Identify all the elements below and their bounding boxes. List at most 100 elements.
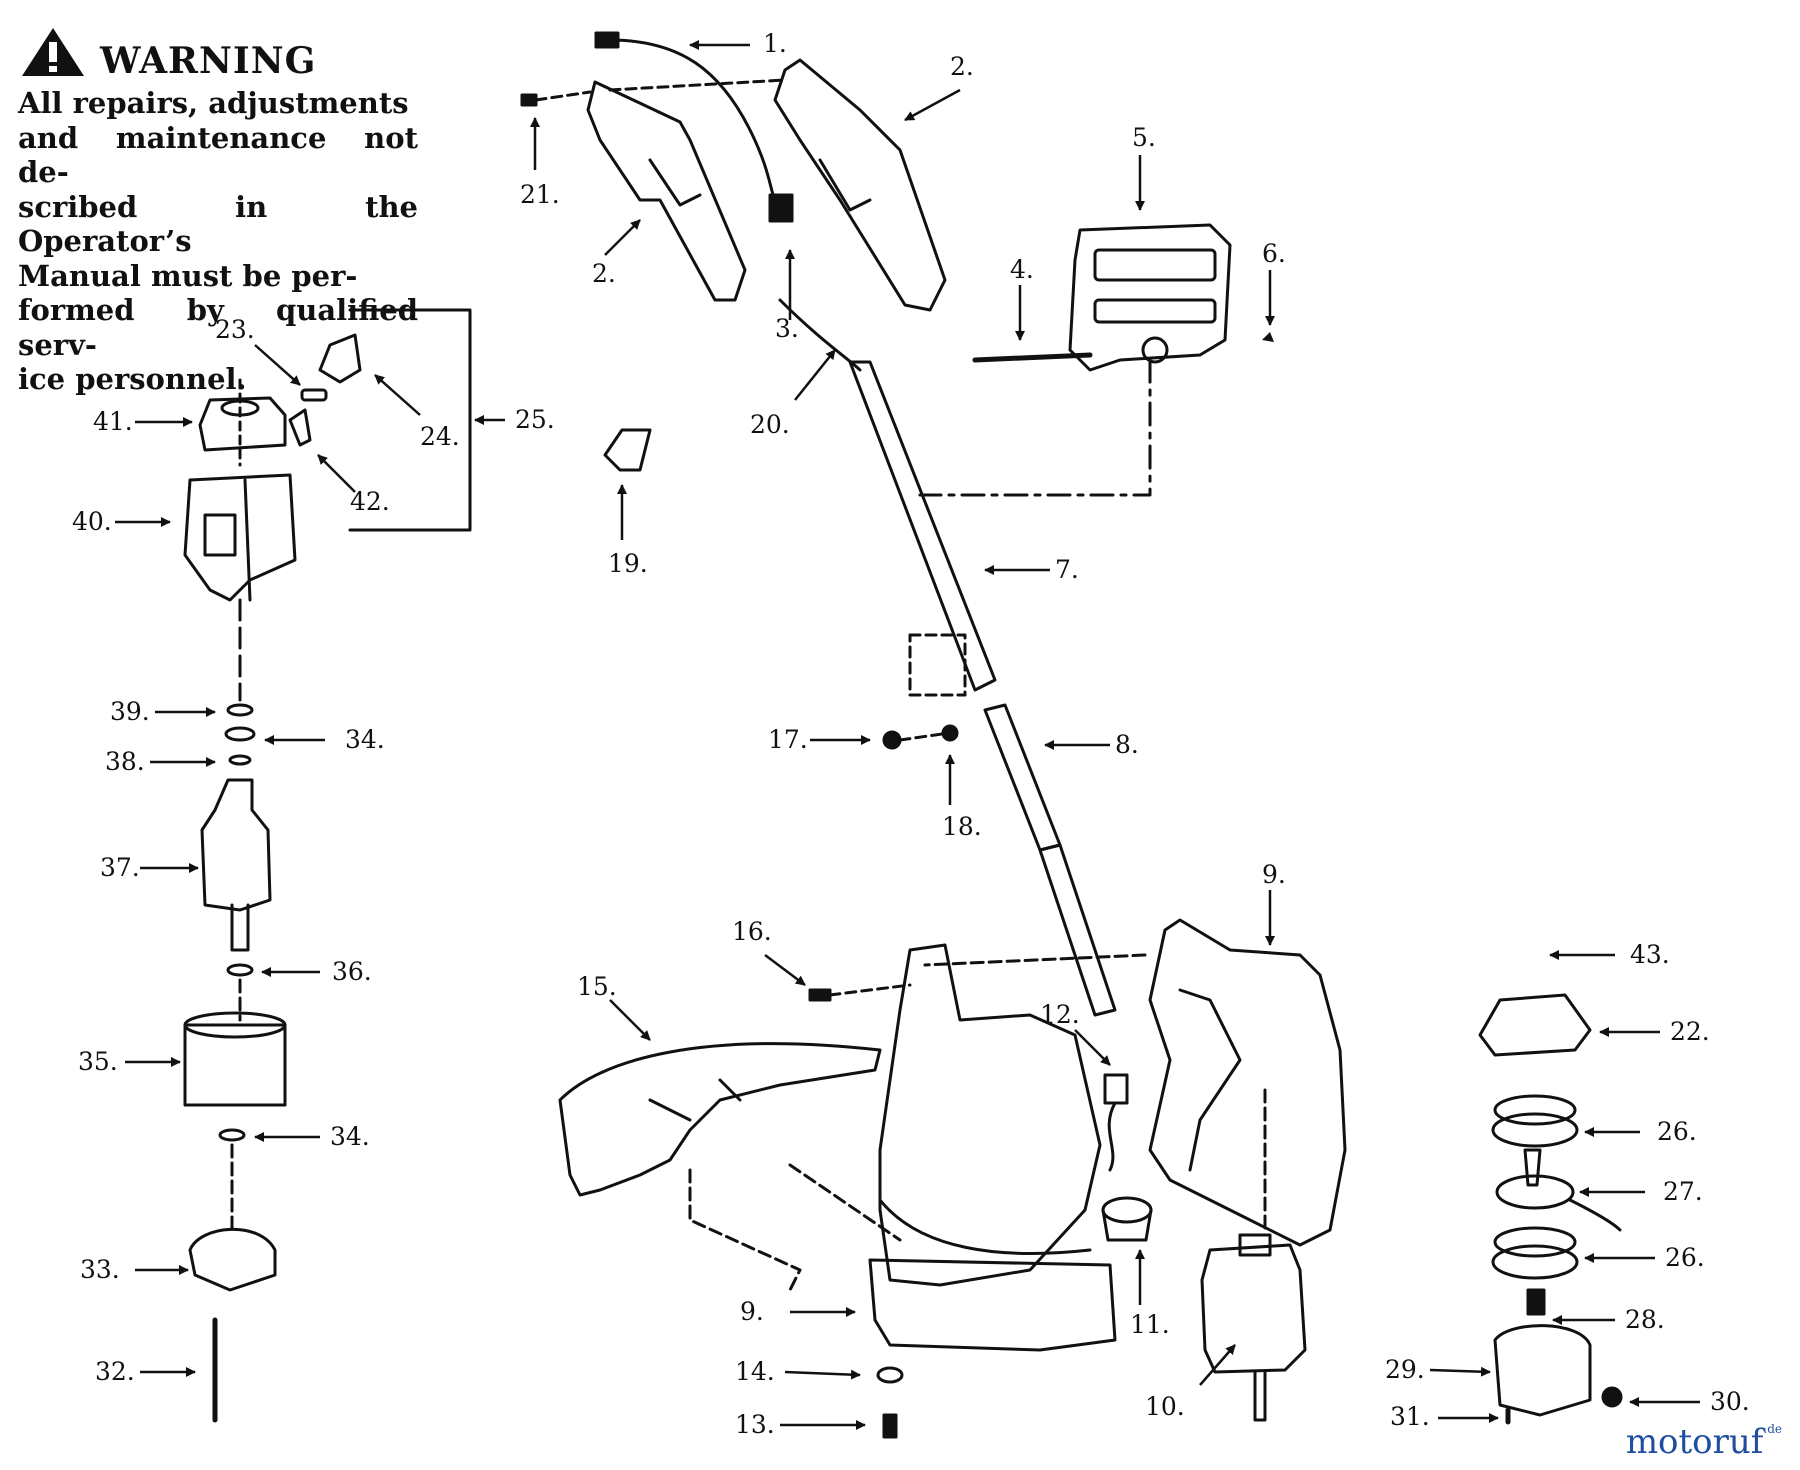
- end-cap-41: [198, 396, 287, 452]
- callout-37: 37.: [100, 853, 140, 882]
- callout-24: 24.: [420, 422, 460, 451]
- callout-6: 6.: [1262, 239, 1286, 268]
- spring-23: [300, 388, 328, 402]
- callout-27: 27.: [1663, 1177, 1703, 1206]
- bottom-screw: [882, 1413, 898, 1439]
- leader-23: [254, 344, 301, 386]
- callout-28: 28.: [1625, 1305, 1665, 1334]
- callout-26: 26.: [1665, 1243, 1705, 1272]
- spool-27: [1495, 1174, 1575, 1210]
- spool-retainer-43: [1523, 1148, 1542, 1187]
- callout-13: 13.: [735, 1410, 775, 1439]
- leader-12: [1074, 1029, 1111, 1066]
- brush-holder-24: [318, 333, 362, 384]
- nut-30: [1601, 1386, 1623, 1408]
- warning-triangle-icon: [22, 28, 84, 76]
- callout-12: 12.: [1040, 1000, 1080, 1029]
- washer-36: [226, 963, 254, 977]
- drive-motor: [1200, 1243, 1307, 1374]
- callout-23: 23.: [215, 315, 255, 344]
- leader-2a: [904, 88, 961, 122]
- callout-36: 36.: [332, 957, 372, 986]
- watermark-text: motoruf: [1625, 1422, 1764, 1462]
- callout-2: 2.: [592, 259, 616, 288]
- leader-10: [1199, 1344, 1236, 1386]
- watermark-suffix: .de: [1763, 1422, 1782, 1436]
- washer-38: [228, 754, 252, 766]
- callout-42: 42.: [350, 487, 390, 516]
- washer-34a: [224, 726, 256, 742]
- callout-33: 33.: [80, 1255, 120, 1284]
- leader-20: [794, 349, 836, 401]
- warning-line: scribed in the Operator’s: [18, 189, 418, 259]
- bolt-28: [1526, 1288, 1546, 1316]
- callout-22: 22.: [1670, 1017, 1710, 1046]
- callout-10: 10.: [1145, 1392, 1185, 1421]
- callout-32: 32.: [95, 1357, 135, 1386]
- power-cord: [608, 38, 777, 202]
- lower-shaft: [983, 703, 1062, 852]
- cord-retainer-clip: [603, 428, 652, 472]
- field-housing-35: [183, 1023, 287, 1107]
- upper-shaft: [848, 360, 997, 692]
- callout-29: 29.: [1385, 1355, 1425, 1384]
- callout-20: 20.: [750, 410, 790, 439]
- washer: [876, 1366, 904, 1384]
- callout-41: 41.: [93, 407, 133, 436]
- motor-housing-half-left: [878, 943, 1102, 1287]
- handle-half-right: [773, 58, 947, 312]
- leader-14: [784, 1369, 861, 1380]
- housing-screw: [808, 988, 832, 1002]
- terminal: [1103, 1073, 1129, 1105]
- leader-29: [1429, 1366, 1491, 1377]
- leader-15: [609, 999, 651, 1041]
- shaft-bolt-head: [882, 730, 902, 750]
- warning-line: Manual must be per-: [18, 258, 358, 293]
- switch: [768, 193, 794, 223]
- callout-14: 14.: [735, 1357, 775, 1386]
- hub-29: [1493, 1324, 1592, 1417]
- end-bell-33: [188, 1227, 277, 1292]
- callout-39: 39.: [110, 697, 150, 726]
- callout-2: 2.: [950, 52, 974, 81]
- spool-cap-22: [1478, 993, 1592, 1057]
- spring-26a: [1491, 1112, 1579, 1148]
- callout-25: 25.: [515, 405, 555, 434]
- motor-housing-half-right: [1148, 918, 1347, 1247]
- callout-labels: 1. 2. 2. 3. 4. 5. 6. 7. 8. 9. 9. 9. 10. …: [72, 29, 1750, 1439]
- callout-18: 18.: [942, 812, 982, 841]
- grass-deflector-guard: [558, 1042, 882, 1197]
- callout-34: 34.: [330, 1122, 370, 1151]
- callout-5: 5.: [1132, 123, 1156, 152]
- leader-16: [764, 954, 806, 986]
- callout-21: 21.: [520, 180, 560, 209]
- callout-43: 43.: [1630, 940, 1670, 969]
- callout-31: 31.: [1390, 1402, 1430, 1431]
- callout-19: 19.: [608, 549, 648, 578]
- brush-42: [288, 408, 312, 447]
- plug: [594, 31, 620, 49]
- warning-line: All repairs, adjustments: [18, 86, 409, 120]
- washer-39: [226, 703, 254, 717]
- callout-1: 1.: [763, 29, 787, 58]
- callout-8: 8.: [1115, 730, 1139, 759]
- callout-9: 9.: [740, 1297, 764, 1326]
- armature-37: [200, 778, 272, 912]
- callout-34: 34.: [345, 725, 385, 754]
- callout-7: 7.: [1055, 555, 1079, 584]
- callout-17: 17.: [768, 725, 808, 754]
- callout-16: 16.: [732, 917, 772, 946]
- callout-40: 40.: [72, 507, 112, 536]
- handle-half-left: [586, 80, 747, 302]
- callout-35: 35.: [78, 1047, 118, 1076]
- warning-text: All repairs, adjustments and maintenance…: [18, 86, 418, 397]
- callout-26: 26.: [1657, 1117, 1697, 1146]
- spring-26b: [1491, 1244, 1579, 1280]
- leader-24: [374, 374, 421, 416]
- leader-2b: [604, 219, 641, 256]
- callout-15: 15.: [577, 972, 617, 1001]
- motor-frame-40: [183, 473, 297, 602]
- callout-4: 4.: [1010, 255, 1034, 284]
